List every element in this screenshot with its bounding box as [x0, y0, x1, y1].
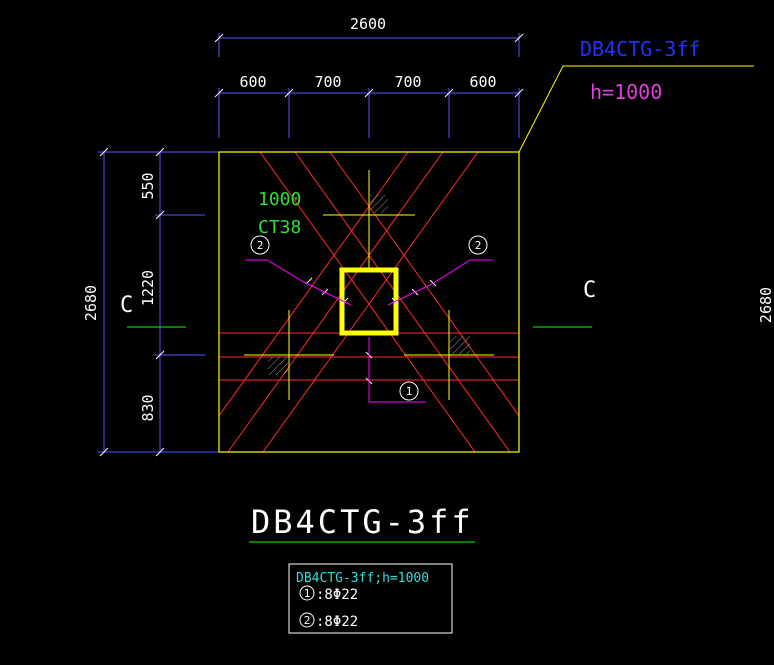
tag-name: DB4CTG-3ff [580, 37, 700, 61]
column-outline [339, 267, 399, 336]
drawing-title: DB4CTG-3ff [251, 503, 474, 541]
bubble-right-text: 2 [475, 239, 482, 252]
top-overall-dim-text: 2600 [350, 15, 386, 33]
footing-plan [218, 151, 520, 453]
tag-leader [518, 65, 754, 153]
inner-type-label: CT38 [258, 217, 301, 238]
top-dim-seg-4: 600 [469, 73, 496, 91]
top-dim-seg-3: 700 [394, 73, 421, 91]
right-edge-dim-text: 2680 [757, 287, 774, 323]
legend-header: DB4CTG-3ff;h=1000 [296, 571, 429, 586]
top-dim-seg-1: 600 [239, 73, 266, 91]
legend-row-2-mark: 2 [304, 614, 311, 627]
bubble-bottom-text: 1 [406, 385, 413, 398]
legend-row-1-text: :8Φ22 [316, 587, 358, 603]
tag-height: h=1000 [590, 80, 662, 104]
legend-row-2-text: :8Φ22 [316, 614, 358, 630]
bubble-left: 2 [250, 235, 270, 255]
rebar-leaders [245, 259, 493, 403]
legend-row-1-mark: 1 [304, 587, 311, 600]
left-dimension-group [98, 147, 219, 457]
left-overall-dim-text: 2680 [82, 285, 100, 321]
bubble-bottom: 1 [399, 381, 419, 401]
inner-depth-label: 1000 [258, 189, 301, 210]
left-dim-seg-2: 1220 [139, 270, 157, 306]
bubble-left-text: 2 [257, 239, 264, 252]
top-dimension-group [214, 33, 524, 138]
left-dim-seg-1: 550 [139, 172, 157, 199]
section-mark-right: C [583, 278, 596, 303]
left-dim-seg-3: 830 [139, 394, 157, 421]
top-dim-seg-2: 700 [314, 73, 341, 91]
bubble-right: 2 [468, 235, 488, 255]
legend-box: DB4CTG-3ff;h=1000 1 :8Φ22 2 :8Φ22 [288, 563, 453, 634]
section-mark-left: C [120, 293, 133, 318]
